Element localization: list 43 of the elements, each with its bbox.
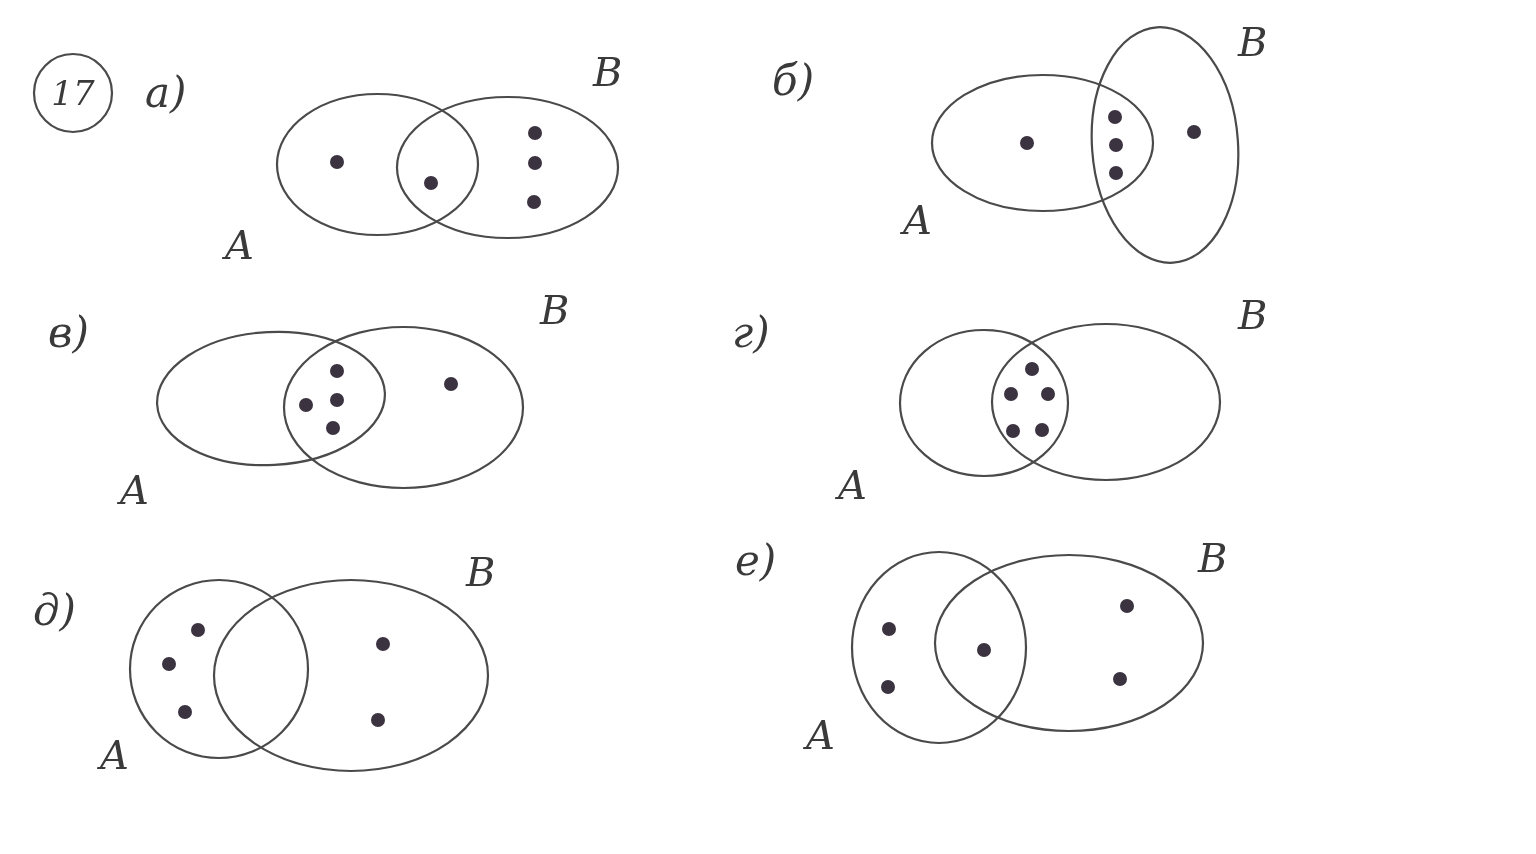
- element-dot: [1006, 424, 1020, 438]
- element-dot: [371, 713, 385, 727]
- element-dot: [527, 195, 541, 209]
- element-dot: [882, 622, 896, 636]
- element-dot: [326, 421, 340, 435]
- set-label: B: [540, 290, 570, 330]
- element-dot: [528, 156, 542, 170]
- element-dot: [376, 637, 390, 651]
- element-dot: [330, 393, 344, 407]
- set-label: B: [466, 552, 496, 592]
- element-dot: [424, 176, 438, 190]
- part-letter: е): [735, 540, 777, 582]
- set-label: B: [593, 52, 623, 92]
- element-dot: [881, 680, 895, 694]
- element-dot: [1041, 387, 1055, 401]
- element-dot: [1020, 136, 1034, 150]
- element-dot: [1187, 125, 1201, 139]
- part-letter: в): [48, 312, 89, 354]
- part-letter: б): [772, 60, 815, 102]
- part-letter: д): [33, 590, 76, 632]
- set-label: B: [1238, 295, 1268, 335]
- exercise-number: 17: [51, 76, 95, 110]
- element-dot: [1120, 599, 1134, 613]
- element-dot: [162, 657, 176, 671]
- element-dot: [977, 643, 991, 657]
- set-label: B: [1238, 22, 1268, 62]
- element-dot: [178, 705, 192, 719]
- element-dot: [191, 623, 205, 637]
- element-dot: [444, 377, 458, 391]
- element-dot: [1113, 672, 1127, 686]
- element-dot: [528, 126, 542, 140]
- element-dot: [1004, 387, 1018, 401]
- set-label: B: [1198, 538, 1228, 578]
- element-dot: [299, 398, 313, 412]
- element-dot: [1109, 138, 1123, 152]
- element-dot: [1025, 362, 1039, 376]
- part-letter: а): [145, 72, 187, 114]
- element-dot: [330, 364, 344, 378]
- element-dot: [1108, 110, 1122, 124]
- element-dot: [1035, 423, 1049, 437]
- part-letter: г): [732, 312, 770, 354]
- element-dot: [1109, 166, 1123, 180]
- element-dot: [330, 155, 344, 169]
